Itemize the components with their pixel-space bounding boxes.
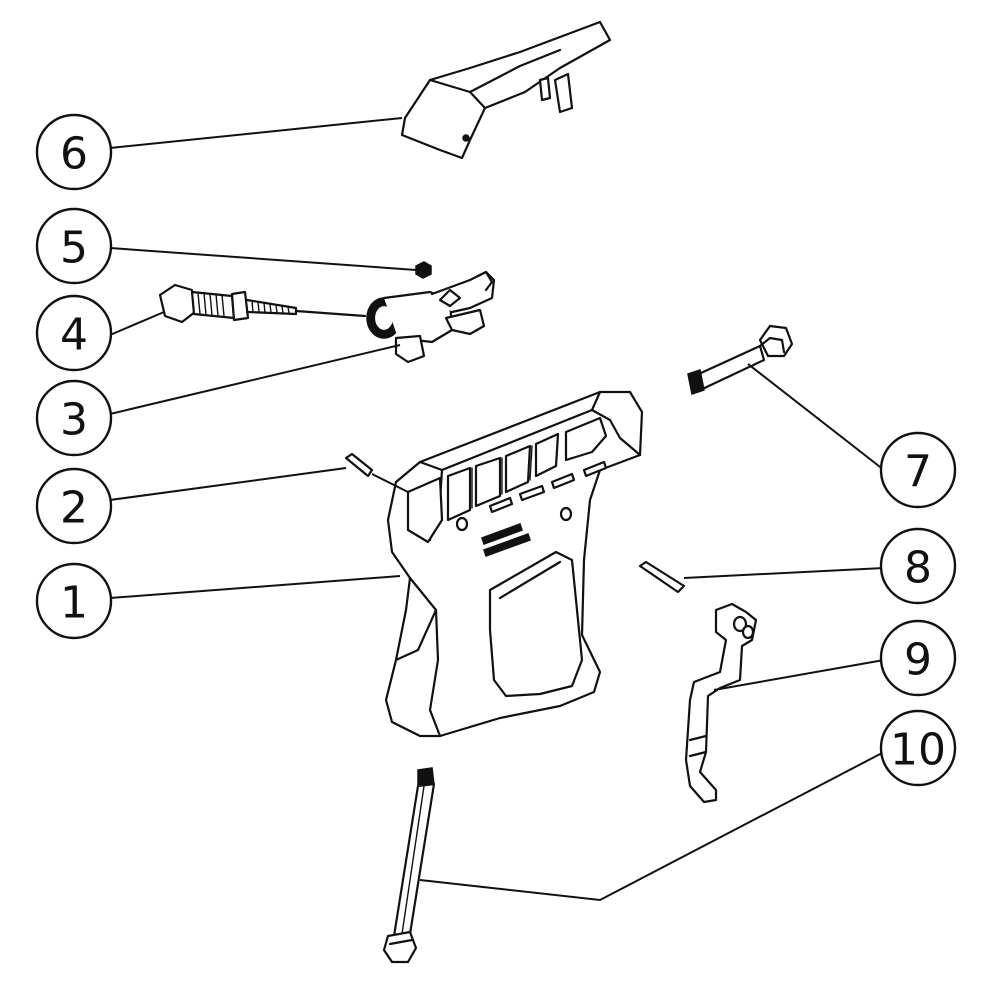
leader-9 bbox=[713, 659, 885, 691]
callout-2: 2 bbox=[35, 467, 113, 545]
callout-label-3: 3 bbox=[60, 395, 88, 446]
part-1-handle-body bbox=[384, 390, 644, 738]
part-9-trigger bbox=[684, 602, 758, 804]
leader-4 bbox=[109, 311, 165, 336]
leader-7 bbox=[747, 363, 885, 471]
part-2-pin bbox=[344, 452, 374, 478]
callout-6: 6 bbox=[35, 113, 113, 191]
callout-label-1: 1 bbox=[60, 578, 88, 629]
callout-8: 8 bbox=[879, 527, 957, 605]
part-5-nut bbox=[415, 261, 432, 279]
leader-1 bbox=[109, 575, 401, 599]
callout-1: 1 bbox=[35, 562, 113, 640]
callout-label-5: 5 bbox=[60, 223, 88, 274]
leader-8 bbox=[683, 567, 885, 579]
callout-label-2: 2 bbox=[60, 483, 88, 534]
part-10-long-tube bbox=[382, 767, 436, 964]
leader-6 bbox=[109, 117, 403, 149]
callout-4: 4 bbox=[35, 294, 113, 372]
callout-7: 7 bbox=[879, 431, 957, 509]
leader-3 bbox=[109, 344, 401, 415]
leader-5 bbox=[109, 247, 417, 271]
leader-2 bbox=[109, 467, 347, 501]
callout-10: 10 bbox=[879, 709, 957, 787]
part-4-valve-stem bbox=[158, 283, 367, 324]
callout-label-6: 6 bbox=[60, 129, 88, 180]
part-7-inlet-tube bbox=[687, 324, 794, 395]
part-6-lever-cover bbox=[400, 20, 612, 160]
callout-9: 9 bbox=[879, 619, 957, 697]
leader-lines bbox=[109, 117, 885, 902]
callout-label-7: 7 bbox=[904, 447, 932, 498]
part-8-pin bbox=[638, 560, 686, 594]
callout-label-4: 4 bbox=[60, 310, 88, 361]
callout-label-9: 9 bbox=[904, 635, 932, 686]
callout-label-10: 10 bbox=[890, 725, 946, 776]
callout-5: 5 bbox=[35, 207, 113, 285]
callout-3: 3 bbox=[35, 379, 113, 457]
part-3-valve-body bbox=[366, 270, 496, 364]
leader-2b bbox=[371, 473, 409, 493]
leader-10 bbox=[419, 751, 885, 902]
callout-label-8: 8 bbox=[904, 543, 932, 594]
